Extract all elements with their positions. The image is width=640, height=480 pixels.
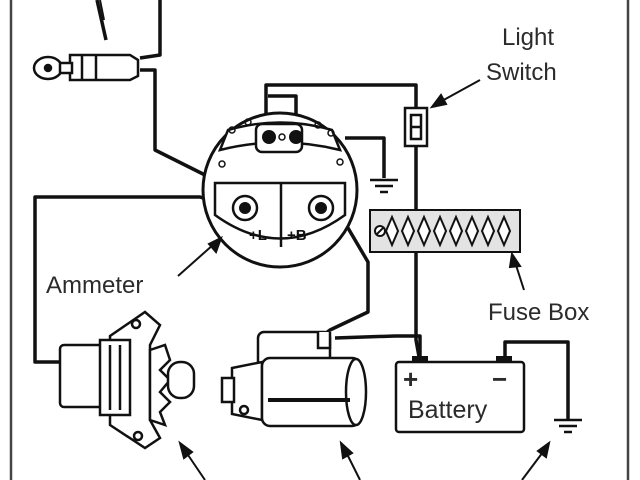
alternator [58, 310, 196, 450]
wire-starter-to-battery [334, 334, 422, 362]
wire-battery-to-ground [503, 340, 570, 420]
battery-plus-label: + [403, 364, 418, 394]
ammeter-terminal-b-label: +B [287, 227, 307, 244]
wire-ignition-top-right [139, 0, 162, 60]
ammeter-label: Ammeter [46, 272, 143, 299]
battery: + − Battery [394, 356, 526, 434]
ammeter-terminal-l-label: +L [249, 227, 267, 244]
wire-ignition-top-left [95, 0, 108, 41]
light-switch-label-line2: Switch [486, 59, 557, 86]
fuse-box-arrow [508, 251, 525, 291]
light-switch-label-line1: Light [502, 24, 554, 51]
battery-label: Battery [408, 396, 488, 424]
light-switch-symbol [403, 106, 429, 148]
ground-symbol-ammeter [370, 178, 398, 194]
light-switch-arrow [429, 79, 481, 109]
bottom-arrows [99, 0, 551, 480]
battery-minus-label: − [492, 364, 507, 394]
ammeter-arrow [177, 235, 223, 277]
fuse-box-label: Fuse Box [488, 299, 589, 326]
ignition-key-switch [32, 53, 140, 82]
wire-ammeter-to-light-switch [264, 83, 418, 134]
starter-motor [220, 330, 368, 428]
ground-symbol-battery [554, 418, 582, 434]
wire-light-switch-to-battery [414, 145, 422, 363]
frame [9, 0, 630, 480]
ammeter-gauge: +L +B [201, 111, 359, 269]
wire-ammeter-ground [345, 136, 386, 178]
fuse-box [369, 209, 521, 253]
